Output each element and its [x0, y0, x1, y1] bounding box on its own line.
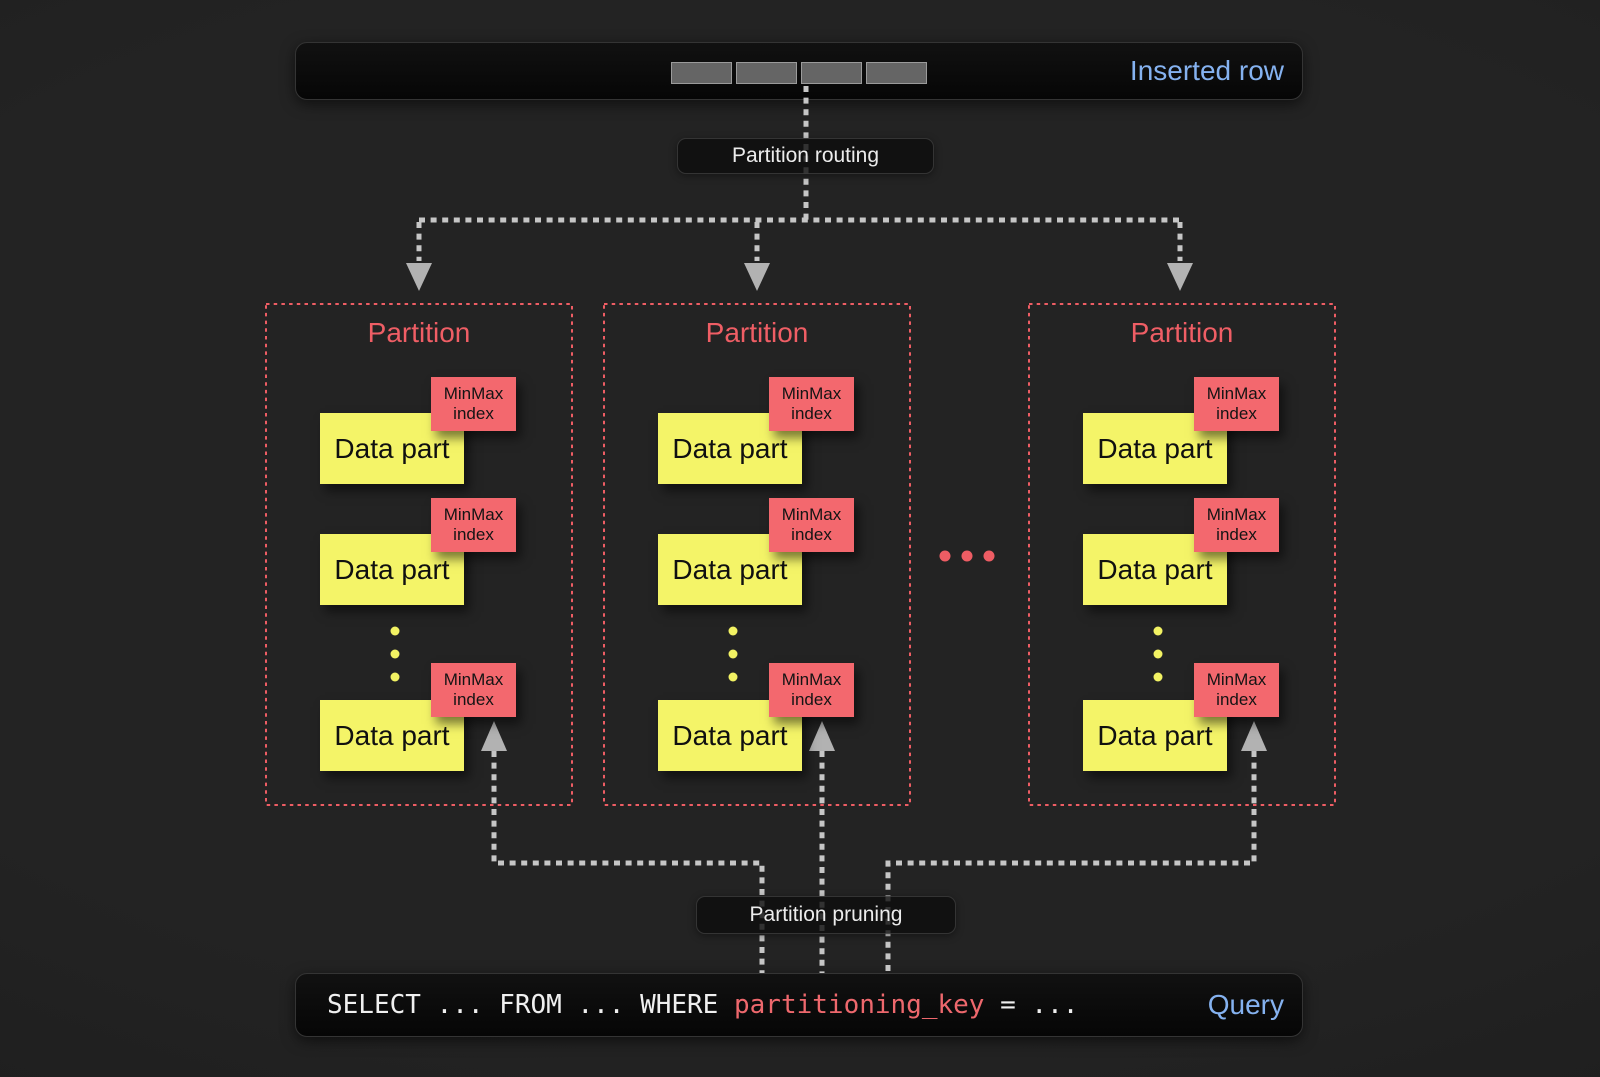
partition-title: Partition: [705, 317, 809, 348]
data-part-box: Data part: [1083, 700, 1227, 771]
sql-query-text: SELECT ... FROM ... WHERE partitioning_k…: [327, 990, 1078, 1020]
arrow-down-icon: [744, 263, 770, 291]
data-part-label: Data part: [1097, 553, 1213, 585]
inserted-row-panel: Inserted row: [295, 42, 1303, 100]
data-part-box: Data part: [658, 534, 802, 605]
partition-border-middle: [603, 303, 911, 806]
partition-pruning-label: Partition pruning: [696, 896, 956, 934]
inserted-row-segments: [671, 62, 927, 84]
data-part-label: Data part: [672, 432, 788, 464]
query-panel: SELECT ... FROM ... WHERE partitioning_k…: [295, 973, 1303, 1037]
row-segment: [736, 62, 797, 84]
arrow-up-icon: [809, 721, 835, 751]
data-part-label: Data part: [1097, 432, 1213, 464]
routing-arrowheads: [406, 263, 1193, 291]
row-segment: [671, 62, 732, 84]
arrow-up-icon: [1241, 721, 1267, 751]
sql-suffix: = ...: [984, 990, 1079, 1020]
partition-border-left: [265, 303, 573, 806]
partition-ellipsis-dots: [939, 550, 995, 562]
arrow-up-icon: [481, 721, 507, 751]
data-part-label: Data part: [1097, 719, 1213, 751]
partition-borders: [265, 303, 1336, 806]
vertical-ellipsis-dots: [390, 626, 1163, 682]
pruning-path-right: [885, 751, 1257, 973]
arrow-down-icon: [406, 263, 432, 291]
data-part-label: Data part: [334, 432, 450, 464]
query-label: Query: [1207, 989, 1284, 1020]
row-segment: [866, 62, 927, 84]
data-part-label: Data part: [334, 719, 450, 751]
partition-title: Partition: [1130, 317, 1234, 348]
arrow-down-icon: [1167, 263, 1193, 291]
sql-prefix: SELECT ... FROM ... WHERE: [327, 990, 734, 1020]
data-part-label: Data part: [672, 553, 788, 585]
sql-partitioning-key: partitioning_key: [734, 990, 985, 1020]
partition-title: Partition: [367, 317, 471, 348]
partition-border-right: [1028, 303, 1336, 806]
partition-routing-label: Partition routing: [677, 138, 934, 174]
pruning-arrowheads: [481, 721, 1267, 751]
row-segment: [801, 62, 862, 84]
data-part-label: Data part: [334, 553, 450, 585]
data-part-label: Data part: [672, 719, 788, 751]
inserted-row-label: Inserted row: [1129, 55, 1284, 86]
